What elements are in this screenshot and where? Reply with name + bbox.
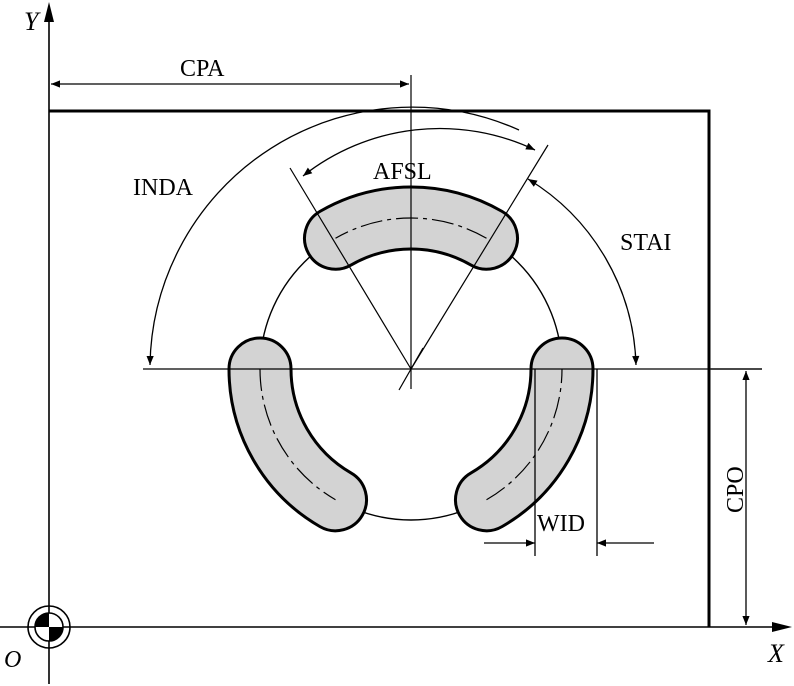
y-axis-arrowhead [44, 2, 54, 22]
center-cross-1 [398, 347, 424, 391]
center-lines [143, 75, 762, 391]
afsl-label: AFSL [373, 159, 432, 185]
origin-label: O [4, 647, 21, 673]
slot-3-centerline [486, 368, 563, 501]
y-axis-label: Y [24, 7, 41, 36]
inda-arc [146, 106, 520, 366]
wid-label: WID [537, 511, 585, 537]
cpa-label: CPA [180, 56, 225, 82]
afsl-arc [302, 127, 536, 177]
wid-dimension [484, 369, 654, 556]
x-axis-arrowhead [772, 622, 792, 632]
slot-axis-right [410, 144, 549, 370]
stai-label: STAI [620, 230, 671, 256]
slot-3 [454, 336, 595, 533]
origin-symbol [27, 605, 71, 649]
slot-2 [227, 336, 368, 533]
stai-arc [527, 178, 640, 366]
slot-2-centerline [259, 368, 336, 501]
workpiece-outline [49, 109, 711, 627]
slot-axis-left [289, 167, 412, 370]
x-axis-label: X [767, 639, 785, 668]
inda-stai-arc [146, 106, 640, 366]
cpo-label: CPO [723, 466, 749, 513]
inda-label: INDA [133, 175, 194, 201]
cpo-dimension [711, 368, 762, 625]
slots-group [227, 185, 595, 533]
